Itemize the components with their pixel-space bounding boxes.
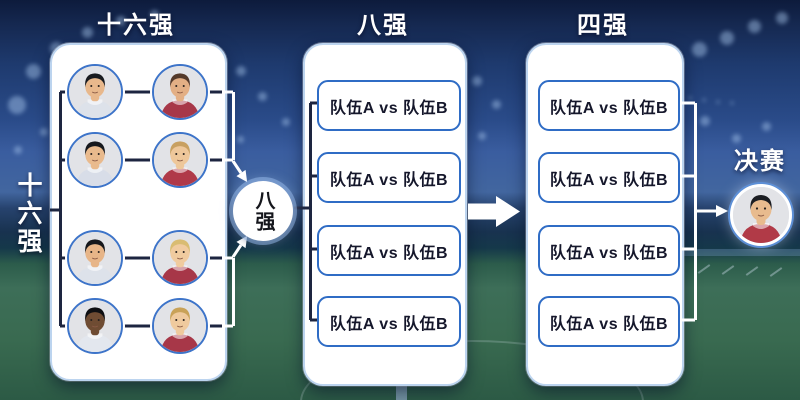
pitch-hash-mark — [697, 264, 711, 274]
floodlight-bokeh-dot — [14, 146, 22, 154]
floodlight-bokeh-dot — [748, 20, 761, 33]
player-photo — [67, 64, 123, 120]
round-of-16-title: 十六强 — [97, 12, 175, 39]
final-title: 决赛 — [734, 148, 786, 175]
quarterfinals-node-label: 八强 — [252, 190, 274, 232]
final-winner-photo — [730, 184, 792, 246]
floodlight-bokeh-dot — [26, 64, 41, 79]
match-card: 队伍A vs 队伍B — [317, 80, 461, 131]
floodlight-bokeh-dot — [282, 118, 290, 126]
floodlight-bokeh-dot — [692, 42, 707, 57]
match-card: 队伍A vs 队伍B — [538, 152, 680, 203]
floodlight-bokeh-dot — [236, 66, 246, 76]
floodlight-bokeh-dot — [258, 92, 267, 101]
player-headshot-illustration — [69, 66, 121, 118]
match-card: 队伍A vs 队伍B — [538, 225, 680, 276]
player-photo — [67, 132, 123, 188]
floodlight-bokeh-dot — [116, 16, 126, 26]
floodlight-bokeh-dot — [40, 128, 48, 136]
match-card: 队伍A vs 队伍B — [538, 296, 680, 347]
player-headshot-illustration — [154, 66, 206, 118]
pitch-hash-mark — [721, 265, 735, 275]
quarterfinals-node: 八强 — [233, 181, 293, 241]
player-headshot-illustration — [69, 300, 121, 352]
player-headshot-illustration — [154, 232, 206, 284]
semifinals-title: 四强 — [577, 12, 629, 39]
floodlight-bokeh-dot — [732, 134, 741, 143]
floodlight-bokeh-dot — [472, 76, 482, 86]
floodlight-bokeh-dot — [492, 100, 501, 109]
match-card: 队伍A vs 队伍B — [317, 296, 461, 347]
pitch-hash-mark — [769, 267, 783, 277]
pitch-hash-mark — [745, 266, 759, 276]
led-board-strip — [630, 249, 800, 256]
block-arrow-right-icon — [468, 196, 520, 227]
player-photo — [67, 298, 123, 354]
player-photo — [67, 230, 123, 286]
floodlight-bokeh-dot — [702, 98, 706, 102]
player-headshot-illustration — [69, 134, 121, 186]
floodlight-bokeh-dot — [716, 100, 720, 104]
floodlight-bokeh-dot — [700, 116, 710, 126]
round-of-16-side-label: 十六强 — [14, 172, 42, 256]
match-card: 队伍A vs 队伍B — [538, 80, 680, 131]
panel-stand-post — [396, 381, 407, 400]
final-arrowhead-icon — [716, 205, 728, 217]
player-photo — [152, 230, 208, 286]
player-headshot-illustration — [154, 134, 206, 186]
quarterfinals-title: 八强 — [357, 12, 409, 39]
floodlight-bokeh-dot — [237, 136, 244, 143]
match-card: 队伍A vs 队伍B — [317, 152, 461, 203]
floodlight-bokeh-dot — [8, 96, 26, 114]
player-photo — [152, 132, 208, 188]
player-headshot-illustration — [733, 187, 789, 243]
floodlight-bokeh-dot — [730, 101, 734, 105]
floodlight-bokeh-dot — [720, 31, 734, 45]
floodlight-bokeh-dot — [82, 27, 93, 38]
floodlight-bokeh-dot — [776, 12, 788, 24]
floodlight-bokeh-dot — [688, 96, 692, 100]
player-headshot-illustration — [154, 300, 206, 352]
match-card: 队伍A vs 队伍B — [317, 225, 461, 276]
floodlight-bokeh-dot — [150, 10, 159, 19]
player-photo — [152, 298, 208, 354]
floodlight-bokeh-dot — [762, 122, 771, 131]
player-headshot-illustration — [69, 232, 121, 284]
floodlight-bokeh-dot — [478, 132, 486, 140]
player-photo — [152, 64, 208, 120]
